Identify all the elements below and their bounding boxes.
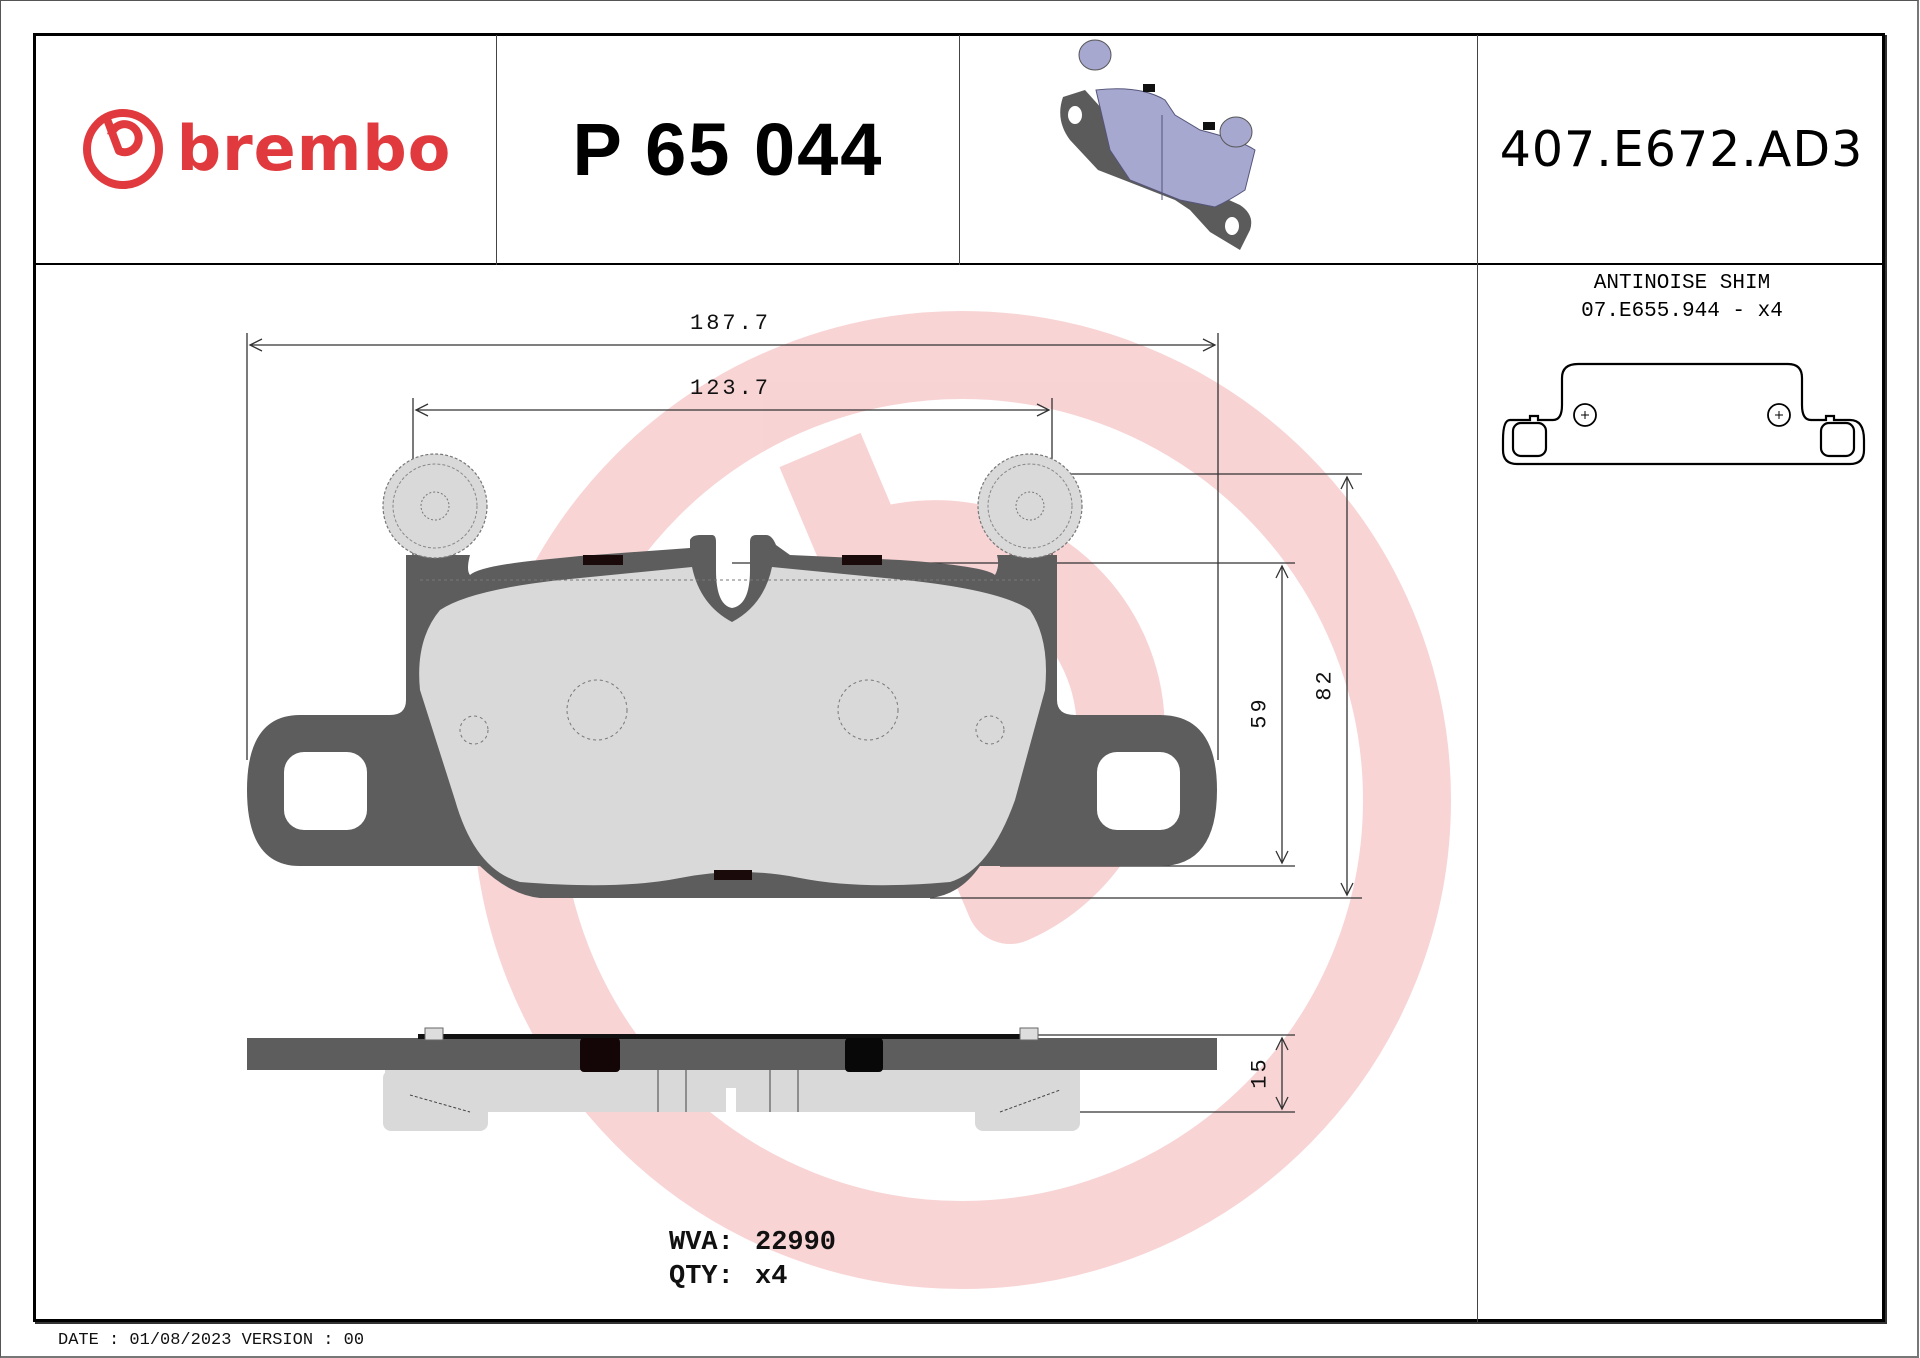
dim-thickness: 15 bbox=[1247, 1056, 1273, 1089]
part-number-cell: P 65 044 bbox=[497, 36, 959, 262]
dimension-lines bbox=[246, 333, 1362, 1113]
guide-pin-left bbox=[382, 453, 488, 559]
drawing-frame bbox=[33, 33, 1885, 1322]
shim-code: 07.E655.944 - x4 bbox=[1581, 300, 1783, 323]
qty-label: QTY: bbox=[669, 1262, 734, 1292]
dim-friction-height: 59 bbox=[1247, 696, 1273, 729]
shim-title: ANTINOISE SHIM bbox=[1593, 272, 1771, 295]
brake-pad-3d-icon bbox=[1060, 39, 1256, 250]
brembo-logo-icon bbox=[82, 109, 163, 189]
column-divider bbox=[1477, 35, 1478, 1322]
date-version-footer: DATE : 01/08/2023 VERSION : 00 bbox=[58, 1331, 365, 1350]
brand-cell: brembo bbox=[36, 36, 496, 262]
side-view bbox=[247, 1027, 1217, 1131]
reference-cell: 407.E672.AD3 bbox=[1478, 36, 1885, 262]
brand-wordmark: brembo bbox=[176, 112, 452, 185]
dim-pin-spacing: 123.7 bbox=[690, 376, 772, 401]
dim-overall-height: 82 bbox=[1312, 668, 1338, 701]
wva-value: 22990 bbox=[755, 1228, 837, 1258]
friction-material bbox=[419, 567, 1047, 886]
dim-overall-width: 187.7 bbox=[690, 311, 772, 336]
left-ear-hole bbox=[284, 752, 367, 830]
qty-value: x4 bbox=[755, 1262, 788, 1292]
header-divider bbox=[959, 35, 960, 265]
header-divider bbox=[496, 35, 497, 265]
wva-label: WVA: bbox=[669, 1228, 734, 1258]
right-ear-hole bbox=[1097, 752, 1180, 830]
antinoise-shim-drawing bbox=[1501, 362, 1866, 466]
part-number: P 65 044 bbox=[572, 107, 884, 191]
guide-pin-right bbox=[977, 453, 1083, 559]
reference-code: 407.E672.AD3 bbox=[1499, 120, 1864, 178]
